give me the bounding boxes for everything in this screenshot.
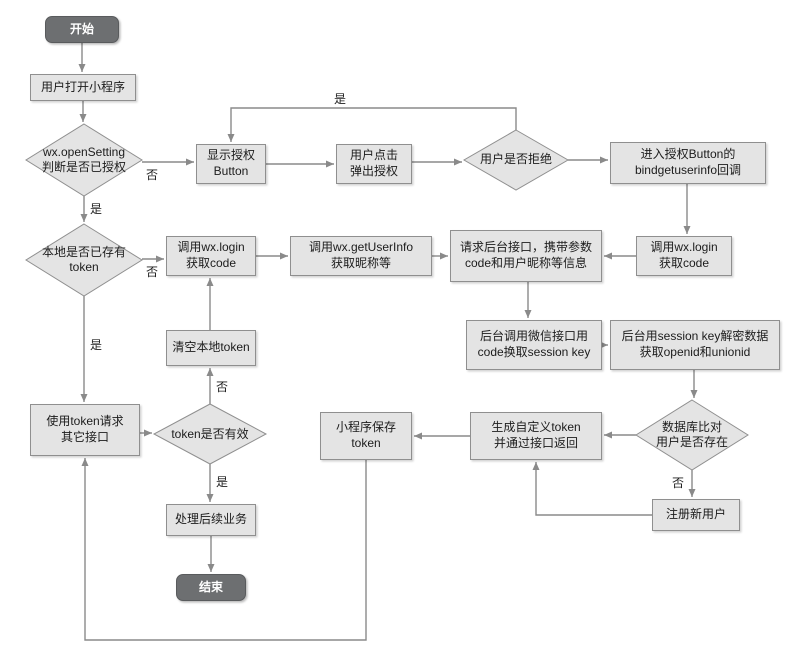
node-token-valid-shape	[152, 403, 268, 465]
node-wx-login-left: 调用wx.login 获取code	[166, 236, 256, 276]
node-check-auth-shape	[25, 123, 143, 197]
edge-register-to-generate-token	[532, 462, 652, 516]
edge-label-token-valid-yes: 是	[216, 475, 229, 489]
edge-label-user-exists-no: 否	[672, 476, 685, 490]
node-open-app: 用户打开小程序	[30, 74, 136, 101]
node-register-new-user: 注册新用户	[652, 499, 740, 531]
node-decrypt-data: 后台用session key解密数据 获取openid和unionid	[610, 320, 780, 370]
node-end: 结束	[176, 574, 246, 601]
node-save-token: 小程序保存 token	[320, 412, 412, 460]
node-enter-callback: 进入授权Button的 bindgetuserinfo回调	[610, 142, 766, 184]
edge-label-refuse-yes: 是	[334, 92, 347, 106]
node-clear-local-token: 清空本地token	[166, 330, 256, 366]
edge-label-check-auth-no: 否	[146, 168, 159, 182]
node-user-click-popup: 用户点击 弹出授权	[336, 144, 412, 184]
edge-user-refuse-yes-to-show-auth	[227, 107, 517, 142]
edge-label-token-valid-no: 否	[216, 380, 229, 394]
edge-label-has-token-yes: 是	[90, 338, 103, 352]
node-show-auth-button: 显示授权 Button	[196, 144, 266, 184]
node-use-token-request: 使用token请求 其它接口	[30, 404, 140, 456]
node-user-refuse-shape	[462, 129, 570, 191]
node-generate-token: 生成自定义token 并通过接口返回	[470, 412, 602, 460]
node-start: 开始	[45, 16, 119, 43]
edge-label-has-token-no: 否	[146, 265, 159, 279]
node-wx-login-right: 调用wx.login 获取code	[636, 236, 732, 276]
node-get-user-info: 调用wx.getUserInfo 获取昵称等	[290, 236, 432, 276]
edge-save-token-loop-to-use-token	[81, 458, 367, 641]
node-backend-exchange: 后台调用微信接口用 code换取session key	[466, 320, 602, 370]
node-handle-business: 处理后续业务	[166, 504, 256, 536]
node-user-exists-shape	[635, 399, 749, 471]
node-request-backend: 请求后台接口，携带参数 code和用户昵称等信息	[450, 230, 602, 282]
node-has-local-token-shape	[25, 223, 143, 297]
edge-label-check-auth-yes: 是	[90, 202, 103, 216]
